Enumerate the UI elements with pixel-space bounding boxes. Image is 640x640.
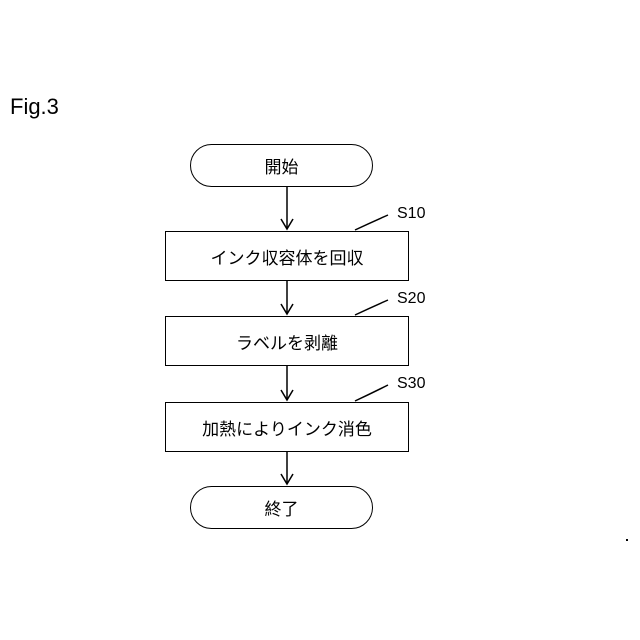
step-s10-label: S10: [397, 205, 425, 223]
step-s20-label: S20: [397, 290, 425, 308]
step-s10-box: インク収容体を回収: [165, 231, 409, 281]
step-s30-box: 加熱によりインク消色: [165, 402, 409, 452]
end-terminal: 終了: [190, 486, 373, 529]
start-terminal: 開始: [190, 144, 373, 187]
leader-s10: [355, 215, 388, 230]
leader-s20: [355, 300, 388, 315]
stray-dot: [626, 539, 628, 541]
leader-s30: [355, 385, 388, 401]
step-s30-label: S30: [397, 375, 425, 393]
step-s20-box: ラベルを剥離: [165, 316, 409, 366]
